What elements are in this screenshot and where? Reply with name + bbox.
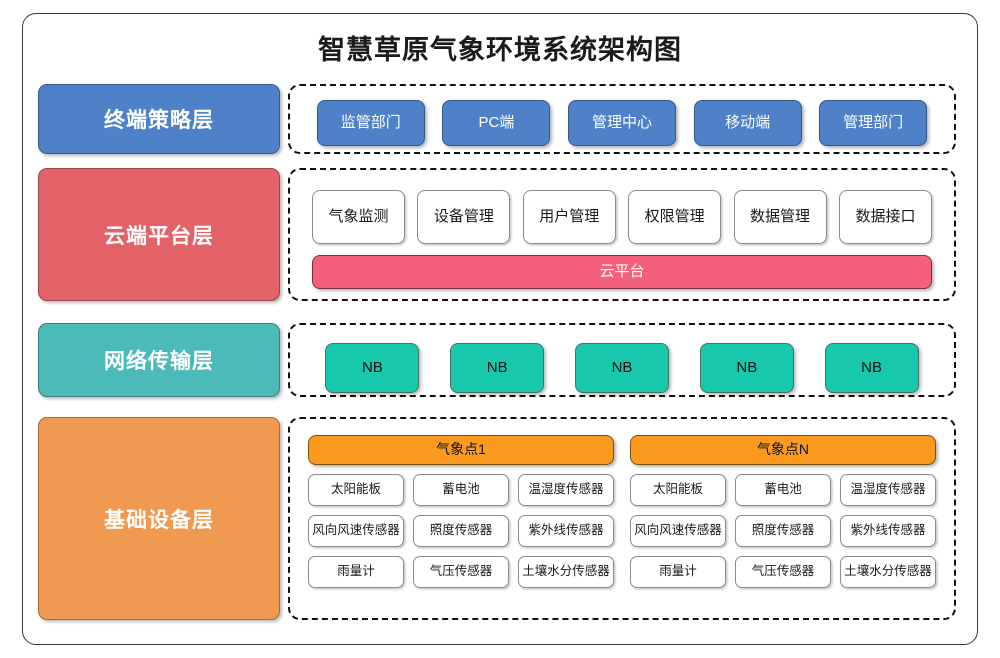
sensor-illuminance-label: 照度传感器 xyxy=(751,523,815,538)
sensor-battery-label: 蓄电池 xyxy=(442,482,480,497)
sensor-solar-panel[interactable]: 太阳能板 xyxy=(308,474,404,506)
sensor-solar-panel-label: 太阳能板 xyxy=(330,482,381,497)
layer-label-network[interactable]: 网络传输层 xyxy=(38,323,280,397)
layer-label-cloud-text: 云端平台层 xyxy=(104,224,214,248)
terminal-node-row: 监管部门 PC端 管理中心 移动端 管理部门 xyxy=(290,100,954,146)
cloud-module-row: 气象监测 设备管理 用户管理 权限管理 数据管理 数据接口 xyxy=(290,190,954,244)
sensor-rain-gauge-label: 雨量计 xyxy=(337,564,375,579)
network-node-nb-2-label: NB xyxy=(486,358,508,376)
cloud-module-user-management-label: 用户管理 xyxy=(539,207,600,225)
terminal-node-supervision-label: 监管部门 xyxy=(340,113,401,131)
weather-station-1: 气象点1 太阳能板 蓄电池 温湿度传感器 风向风速传感器 xyxy=(308,435,614,604)
sensor-barometric-label: 气压传感器 xyxy=(429,564,493,579)
sensor-rain-gauge-label: 雨量计 xyxy=(659,564,697,579)
cloud-platform-bar-label: 云平台 xyxy=(599,262,645,280)
cloud-platform-bar[interactable]: 云平台 xyxy=(312,255,932,289)
sensor-battery[interactable]: 蓄电池 xyxy=(413,474,509,506)
cloud-module-device-management-label: 设备管理 xyxy=(433,207,494,225)
cloud-module-user-management[interactable]: 用户管理 xyxy=(522,190,616,244)
network-node-nb-1-label: NB xyxy=(361,358,383,376)
terminal-node-supervision[interactable]: 监管部门 xyxy=(316,100,425,146)
cloud-module-data-management-label: 数据管理 xyxy=(750,207,811,225)
sensor-temp-humidity-label: 温湿度传感器 xyxy=(850,482,926,497)
sensor-solar-panel[interactable]: 太阳能板 xyxy=(630,474,726,506)
sensor-illuminance[interactable]: 照度传感器 xyxy=(735,515,831,547)
network-node-nb-4[interactable]: NB xyxy=(699,343,794,393)
sensor-soil-moisture[interactable]: 土壤水分传感器 xyxy=(518,556,614,588)
sensor-rain-gauge[interactable]: 雨量计 xyxy=(630,556,726,588)
sensor-uv-label: 紫外线传感器 xyxy=(850,523,926,538)
network-node-nb-3[interactable]: NB xyxy=(574,343,669,393)
sensor-soil-moisture[interactable]: 土壤水分传感器 xyxy=(840,556,936,588)
sensor-barometric-label: 气压传感器 xyxy=(751,564,815,579)
sensor-solar-panel-label: 太阳能板 xyxy=(652,482,703,497)
terminal-node-management-center-label: 管理中心 xyxy=(591,113,652,131)
cloud-module-data-interface-label: 数据接口 xyxy=(855,207,916,225)
weather-station-1-sensor-grid: 太阳能板 蓄电池 温湿度传感器 风向风速传感器 照度传感器 xyxy=(308,474,614,588)
weather-station-1-header[interactable]: 气象点1 xyxy=(308,435,614,465)
sensor-uv-label: 紫外线传感器 xyxy=(528,523,604,538)
sensor-illuminance-label: 照度传感器 xyxy=(429,523,493,538)
layer-label-terminal[interactable]: 终端策略层 xyxy=(38,84,280,154)
network-node-nb-3-label: NB xyxy=(611,358,633,376)
cloud-module-device-management[interactable]: 设备管理 xyxy=(417,190,511,244)
sensor-wind-label: 风向风速传感器 xyxy=(312,523,400,538)
weather-station-n-header-label: 气象点N xyxy=(756,441,810,458)
weather-station-n: 气象点N 太阳能板 蓄电池 温湿度传感器 风向风速传感器 xyxy=(630,435,936,604)
diagram-title: 智慧草原气象环境系统架构图 xyxy=(318,35,682,65)
cloud-module-permission-management[interactable]: 权限管理 xyxy=(628,190,722,244)
weather-station-n-header[interactable]: 气象点N xyxy=(630,435,936,465)
sensor-battery[interactable]: 蓄电池 xyxy=(735,474,831,506)
terminal-node-management-center[interactable]: 管理中心 xyxy=(567,100,676,146)
network-node-nb-5-label: NB xyxy=(861,358,882,376)
layer-container-infrastructure: 气象点1 太阳能板 蓄电池 温湿度传感器 风向风速传感器 xyxy=(288,417,956,620)
network-node-nb-1[interactable]: NB xyxy=(325,343,420,393)
layer-label-cloud[interactable]: 云端平台层 xyxy=(38,168,280,301)
sensor-rain-gauge[interactable]: 雨量计 xyxy=(308,556,404,588)
sensor-illuminance[interactable]: 照度传感器 xyxy=(413,515,509,547)
terminal-node-management-dept[interactable]: 管理部门 xyxy=(819,100,928,146)
layer-container-terminal: 监管部门 PC端 管理中心 移动端 管理部门 xyxy=(288,84,956,154)
sensor-barometric[interactable]: 气压传感器 xyxy=(735,556,831,588)
cloud-module-weather-monitoring[interactable]: 气象监测 xyxy=(312,190,405,244)
layer-label-network-text: 网络传输层 xyxy=(104,350,214,373)
layer-container-cloud: 气象监测 设备管理 用户管理 权限管理 数据管理 数据接口 云平台 xyxy=(288,168,956,301)
sensor-barometric[interactable]: 气压传感器 xyxy=(413,556,509,588)
sensor-soil-moisture-label: 土壤水分传感器 xyxy=(844,564,932,579)
cloud-module-weather-monitoring-label: 气象监测 xyxy=(328,207,389,225)
weather-station-group: 气象点1 太阳能板 蓄电池 温湿度传感器 风向风速传感器 xyxy=(290,435,954,604)
terminal-node-pc-label: PC端 xyxy=(478,113,515,131)
sensor-wind-label: 风向风速传感器 xyxy=(634,523,722,538)
sensor-uv[interactable]: 紫外线传感器 xyxy=(840,515,936,547)
layer-container-network: NB NB NB NB NB xyxy=(288,323,956,397)
layer-label-infrastructure-text: 基础设备层 xyxy=(104,508,214,532)
layer-label-terminal-text: 终端策略层 xyxy=(104,109,214,132)
layer-label-infrastructure[interactable]: 基础设备层 xyxy=(38,417,280,620)
network-node-row: NB NB NB NB NB xyxy=(290,343,954,393)
network-node-nb-2[interactable]: NB xyxy=(450,343,545,393)
weather-station-n-sensor-grid: 太阳能板 蓄电池 温湿度传感器 风向风速传感器 照度传感器 xyxy=(630,474,936,588)
cloud-module-data-interface[interactable]: 数据接口 xyxy=(838,190,932,244)
sensor-wind[interactable]: 风向风速传感器 xyxy=(630,515,726,547)
sensor-uv[interactable]: 紫外线传感器 xyxy=(518,515,614,547)
terminal-node-mobile-label: 移动端 xyxy=(725,113,771,131)
weather-station-1-header-label: 气象点1 xyxy=(436,441,486,458)
network-node-nb-5[interactable]: NB xyxy=(824,343,919,393)
sensor-temp-humidity[interactable]: 温湿度传感器 xyxy=(518,474,614,506)
sensor-temp-humidity-label: 温湿度传感器 xyxy=(528,482,604,497)
sensor-wind[interactable]: 风向风速传感器 xyxy=(308,515,404,547)
sensor-battery-label: 蓄电池 xyxy=(764,482,802,497)
terminal-node-pc[interactable]: PC端 xyxy=(442,100,551,146)
cloud-module-data-management[interactable]: 数据管理 xyxy=(733,190,827,244)
cloud-module-permission-management-label: 权限管理 xyxy=(644,207,705,225)
sensor-soil-moisture-label: 土壤水分传感器 xyxy=(522,564,610,579)
network-node-nb-4-label: NB xyxy=(736,358,758,376)
terminal-node-management-dept-label: 管理部门 xyxy=(843,113,904,131)
sensor-temp-humidity[interactable]: 温湿度传感器 xyxy=(840,474,936,506)
terminal-node-mobile[interactable]: 移动端 xyxy=(693,100,802,146)
